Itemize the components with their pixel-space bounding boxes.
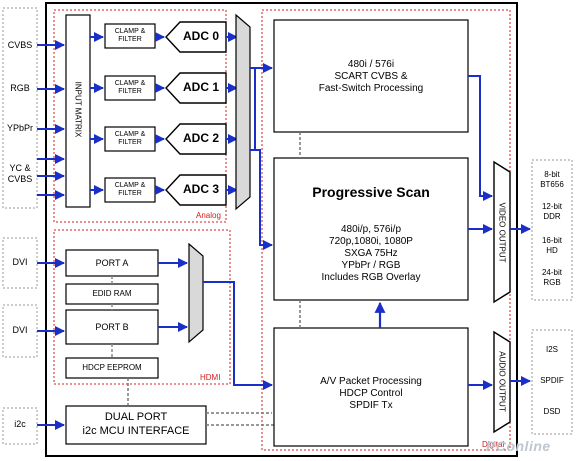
audio-format-dsd: DSD (543, 407, 561, 416)
input-label-dvi-a: DVI (12, 257, 28, 267)
external-output-arrows (510, 224, 531, 386)
port-a-label: PORT A (95, 258, 129, 268)
input-matrix-label: INPUT MATRIX (73, 81, 83, 138)
video-formats-group (531, 159, 573, 301)
clamp-filter-3-label: CLAMP &FILTER (114, 182, 146, 197)
analog-mux-outputs (250, 63, 273, 250)
dvi-a-group (2, 237, 38, 289)
port-b-label: PORT B (95, 322, 129, 332)
input-label-ypbpr: YPbPr (6, 123, 33, 133)
video-output-mux (493, 160, 511, 304)
port-to-hdmi-mux-arrows (158, 258, 188, 332)
adc-1-label: ADC 1 (182, 80, 219, 94)
hdmi-region (53, 229, 231, 385)
analog-region-label: Analog (196, 211, 221, 220)
audio-format-spdif: SPDIF (540, 376, 564, 385)
input-matrix-block (65, 14, 91, 208)
hdcp-eeprom-label: HDCP EEPROM (82, 363, 142, 372)
video-output-label: VIDEO OUTPUT (497, 202, 507, 263)
analog-mux (235, 13, 251, 211)
clamp-filter-1-label: CLAMP &FILTER (114, 80, 146, 95)
audio-formats-group (531, 329, 573, 435)
adc-shapes (165, 21, 227, 206)
audio-output-label: AUDIO OUTPUT (497, 351, 507, 412)
clamp-filter-0-label: CLAMP &FILTER (114, 28, 146, 43)
analog-region (53, 9, 227, 223)
edid-ram-label: EDID RAM (92, 289, 132, 298)
digital-region-label: Digital (482, 440, 505, 449)
input-label-i2c: i2c (14, 419, 26, 429)
adc-to-mux-arrows (226, 32, 238, 195)
input-label-yc: YC & (9, 163, 31, 173)
progressive-scan-formats: 480i/p, 576i/p 720p,1080i, 1080P SXGA 75… (321, 224, 421, 283)
clamp-to-adc-arrows (155, 32, 165, 195)
progressive-scan-block (273, 157, 469, 301)
hdmi-region-label: HDMI (200, 373, 221, 382)
hdmi-to-av-arrow (203, 281, 273, 390)
scart-block (273, 19, 469, 133)
clamp-filter-2-label: CLAMP &FILTER (114, 131, 146, 146)
clamp-filter-blocks (104, 23, 156, 203)
av-packet-block (273, 327, 469, 447)
audio-output-mux (493, 330, 511, 434)
adc-3-label: ADC 3 (182, 182, 219, 196)
hdmi-mux (188, 242, 204, 344)
input-label-dvi-b: DVI (12, 325, 28, 335)
input-label-yc-cvbs: CVBS (7, 174, 33, 184)
input-label-rgb: RGB (10, 83, 30, 93)
hdmi-blocks (65, 249, 159, 379)
matrix-to-clamp-arrows (90, 32, 104, 195)
analog-inputs-group (2, 7, 38, 209)
analog-input-arrows (37, 40, 65, 336)
audio-format-i2s: I2S (545, 345, 558, 354)
progressive-scan-title: Progressive Scan (312, 184, 430, 200)
mcu-block (65, 405, 207, 445)
adc-0-label: ADC 0 (182, 29, 219, 43)
watermark-logo: PConline (486, 438, 551, 454)
input-label-cvbs: CVBS (7, 40, 33, 50)
adc-2-label: ADC 2 (182, 131, 219, 145)
video-output-links (468, 75, 493, 390)
